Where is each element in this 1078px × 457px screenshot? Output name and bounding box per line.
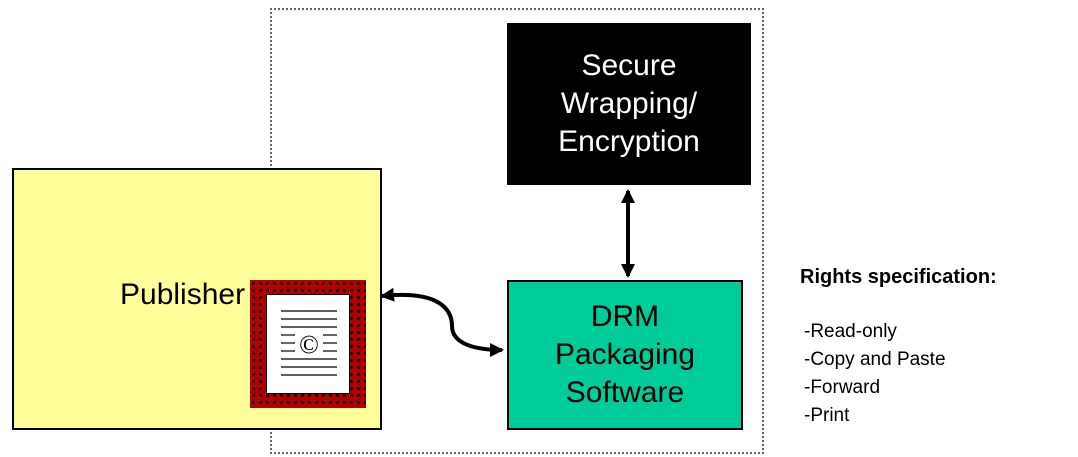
document-lines-icon: © (281, 310, 337, 376)
drm-line-1: DRM (590, 300, 660, 333)
secure-line-1: Secure (581, 49, 677, 82)
copyright-symbol: © (299, 330, 319, 359)
copyrighted-document-icon: © (266, 294, 350, 394)
rights-specification-title: Rights specification: (800, 266, 997, 288)
drm-line-2: Packaging (554, 338, 696, 371)
rights-item-forward: -Forward (804, 377, 881, 398)
secure-line-2: Wrapping/ (560, 87, 698, 120)
rights-item-print: -Print (804, 405, 850, 426)
secure-line-3: Encryption (558, 125, 700, 158)
rights-item-read-only: -Read-only (804, 321, 897, 342)
drm-packaging-box: DRM Packaging Software (507, 280, 743, 430)
rights-list: -Read-only -Copy and Paste -Forward -Pri… (804, 318, 946, 430)
publisher-label: Publisher (120, 278, 246, 311)
drm-line-3: Software (565, 376, 685, 409)
rights-item-copy-paste: -Copy and Paste (804, 349, 946, 370)
secure-wrapping-box: Secure Wrapping/ Encryption (507, 23, 751, 185)
